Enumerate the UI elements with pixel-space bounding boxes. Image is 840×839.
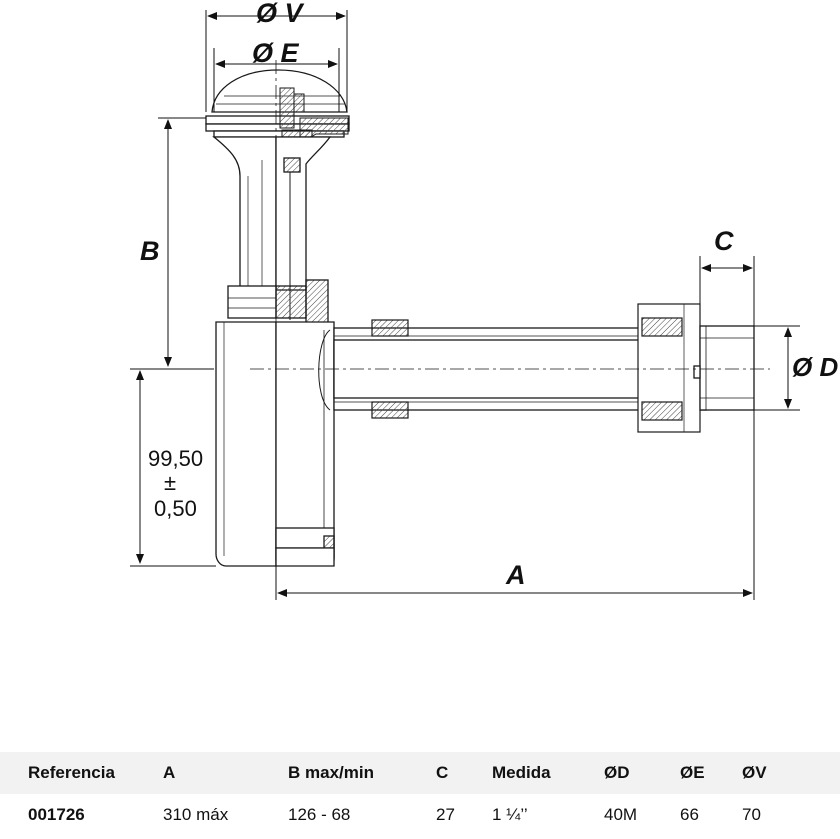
header-a: A bbox=[163, 763, 176, 782]
header-b-max-min: B max/min bbox=[288, 763, 374, 782]
siphon-technical-drawing: Ø V Ø E B C Ø D A 99,50 ± 0,50 bbox=[130, 0, 838, 600]
header-dia-v: ØV bbox=[742, 763, 767, 782]
label-height-tol: 0,50 bbox=[154, 496, 197, 521]
cell-c: 27 bbox=[436, 805, 455, 824]
label-a: A bbox=[505, 560, 526, 590]
outlet-spigot bbox=[693, 325, 755, 411]
cell-dia-v: 70 bbox=[742, 805, 761, 824]
spec-table-header-row: Referencia A B max/min C Medida ØD ØE ØV bbox=[0, 752, 840, 794]
cell-referencia: 001726 bbox=[28, 805, 85, 824]
cell-dia-d: 40M bbox=[604, 805, 638, 824]
label-c: C bbox=[714, 226, 734, 256]
header-dia-d: ØD bbox=[604, 763, 630, 782]
cell-b-max-min: 126 - 68 bbox=[288, 805, 351, 824]
dimension-lines bbox=[130, 10, 800, 600]
cell-a: 310 máx bbox=[163, 805, 229, 824]
pipe-nut-right bbox=[637, 303, 701, 433]
valve-section bbox=[279, 87, 349, 145]
header-dia-e: ØE bbox=[680, 763, 705, 782]
center-lines bbox=[250, 60, 770, 588]
cell-dia-e: 66 bbox=[680, 805, 699, 824]
label-height-value: 99,50 bbox=[148, 446, 203, 471]
siphon-bottle bbox=[215, 321, 335, 567]
label-dia-v: Ø V bbox=[256, 0, 305, 28]
header-referencia: Referencia bbox=[28, 763, 115, 782]
tailpiece bbox=[212, 136, 332, 320]
header-c: C bbox=[436, 763, 449, 782]
spec-table: Referencia A B max/min C Medida ØD ØE ØV… bbox=[0, 752, 840, 836]
label-b: B bbox=[140, 236, 160, 266]
tailpiece-nut bbox=[227, 279, 329, 327]
pipe-nut-left bbox=[371, 319, 409, 419]
header-medida: Medida bbox=[492, 763, 551, 782]
label-height-pm: ± bbox=[164, 470, 176, 495]
table-row: 001726 310 máx 126 - 68 27 1 ¼’’ 40M 66 … bbox=[0, 794, 840, 836]
cell-medida: 1 ¼’’ bbox=[492, 805, 528, 824]
label-dia-e: Ø E bbox=[252, 38, 300, 68]
label-dia-d: Ø D bbox=[792, 352, 838, 382]
